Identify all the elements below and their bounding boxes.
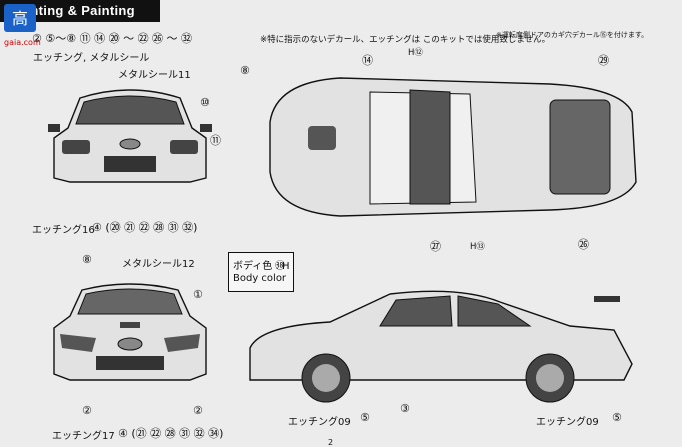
callout-27: ㉗ [430, 240, 441, 253]
callout-2-right: ② [193, 404, 203, 417]
side-num-left: ⑤ [360, 411, 370, 424]
body-color-en: Body color [233, 273, 287, 284]
watermark-logo: 高 [4, 4, 36, 32]
rear-metal-seal-number: ⑧ [240, 64, 250, 77]
header-note: ※特に指示のないデカール、エッチングは このキットでは使用致しません。 [260, 35, 551, 45]
body-color-jp: ボディ色 : H [233, 261, 290, 272]
h-label-top: H⑫ [408, 48, 423, 58]
side-num-right: ⑤ [612, 411, 622, 424]
callout-26: ㉖ [578, 238, 589, 251]
callout-14: ⑭ [362, 54, 373, 67]
section-title: Painting & Painting [0, 0, 160, 22]
side-etching-right: エッチング09 [536, 417, 599, 428]
side-view-car [249, 290, 633, 403]
front-metal-seal-label: メタルシール12 [122, 259, 195, 270]
page-number: 2 [328, 438, 334, 447]
front-etching-parts: ④ (㉑ ㉒ ㉘ ㉛ ㉜ ㉞) [118, 427, 224, 440]
callout-11: ⑪ [210, 134, 221, 147]
top-view-car [269, 77, 637, 217]
door-key-note: ※運転席側ドアのカギ穴デカール⑮を付けます。 [496, 31, 649, 39]
step-parts: ② ⑤〜⑧ ⑪ ⑭ ⑳ 〜 ㉒ ㉖ 〜 ㉜ [32, 32, 193, 45]
front-etching-label: エッチング17 [52, 431, 115, 442]
rear-etching-parts: ④ (⑳ ㉑ ㉒ ㉘ ㉛ ㉜) [92, 221, 198, 234]
rear-metal-seal-label: メタルシール11 [118, 70, 191, 81]
body-color-num: ⑱ [275, 261, 285, 272]
callout-29: ㉙ [598, 54, 609, 67]
side-etching-left: エッチング09 [288, 417, 351, 428]
rear-view-car [48, 89, 212, 183]
callout-10: ⑩ [200, 96, 210, 109]
svg-text:高: 高 [12, 9, 28, 28]
callout-8-front: ⑧ [82, 253, 92, 266]
rear-etching-label: エッチング16 [32, 225, 95, 236]
watermark-url: gaia.com [4, 38, 41, 47]
h-label-bottom: H⑬ [470, 242, 485, 252]
callout-1: ① [193, 288, 203, 301]
step-subtitle: エッチング, メタルシール [33, 53, 150, 64]
callout-3: ③ [400, 402, 410, 415]
callout-2-left: ② [82, 404, 92, 417]
body-color-box: ボディ色 : H ⑱ Body color [228, 252, 294, 292]
front-view-car [53, 283, 207, 381]
